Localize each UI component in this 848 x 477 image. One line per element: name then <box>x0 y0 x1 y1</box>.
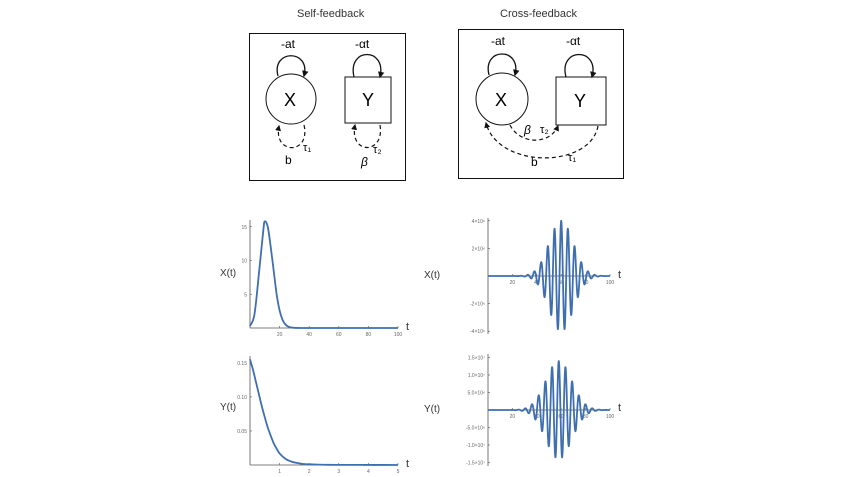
y-tick-label: 0.10 <box>237 395 247 401</box>
x-axis-label: t <box>618 402 621 414</box>
self-feedback-title: Self-feedback <box>297 8 365 20</box>
y-tick-label: 1.5×10⁷ <box>468 356 485 362</box>
y-tick-label: 0.05 <box>237 429 247 435</box>
node-x-circle <box>265 73 317 125</box>
y-tick-label: -1.0×10⁷ <box>466 443 485 449</box>
cross-feedback-title: Cross-feedback <box>500 8 578 20</box>
loop-y-label: -αt <box>566 34 581 48</box>
node-x-label: X <box>284 90 296 110</box>
tau1-label: τ₁ <box>568 152 576 164</box>
y-tick-label: 5.0×10⁶ <box>468 391 486 397</box>
y-tick-label: 2×10⁶ <box>472 246 485 252</box>
b-label: b <box>531 155 538 169</box>
series-line <box>487 219 611 331</box>
x-tick-label: 3 <box>337 469 340 473</box>
y-tick-label: 10 <box>241 259 247 265</box>
tau2-label: τ₂ <box>540 124 549 136</box>
loop-x-label: -at <box>491 34 506 48</box>
x-tick-label: 100 <box>606 414 615 420</box>
x-axis-label: t <box>406 321 409 333</box>
node-x-circle <box>475 72 529 126</box>
x-axis-label: t <box>618 269 621 281</box>
node-y-box <box>344 76 392 124</box>
tau1-label: τ₁ <box>303 142 311 154</box>
node-y-label: Y <box>362 90 374 110</box>
y-tick-label: 0.15 <box>237 361 247 367</box>
x-tick-label: 60 <box>336 332 342 338</box>
cross-feedback-x-to-y-arrow <box>509 124 559 141</box>
self-loop-y-arrow <box>564 54 597 79</box>
loop-x-label: -at <box>281 37 296 51</box>
series-line <box>249 220 398 329</box>
y-axis-label: X(t) <box>424 270 440 281</box>
x-tick-label: 20 <box>510 414 516 420</box>
y-tick-label: -1.5×10⁷ <box>466 461 485 467</box>
y-tick-label: 5 <box>244 292 247 298</box>
x-tick-label: 80 <box>583 414 589 420</box>
series-line <box>487 360 611 459</box>
y-tick-label: -5.0×10⁶ <box>466 426 485 432</box>
x-tick-label: 20 <box>277 332 283 338</box>
tau2-label: τ₂ <box>373 144 382 156</box>
y-tick-label: 1.0×10⁷ <box>468 373 485 379</box>
y-tick-label: 15 <box>241 225 247 231</box>
x-tick-label: 80 <box>366 332 372 338</box>
cross-feedback-y-to-x-arrow <box>484 121 599 159</box>
cross-feedback-diagram: X Y -at -αt β τ₂ b τ₁ <box>458 29 624 179</box>
self-loop-x-arrow <box>487 53 520 77</box>
y-axis-label: Y(t) <box>424 404 440 415</box>
y-axis-label: Y(t) <box>220 402 236 413</box>
series-line <box>249 359 399 466</box>
delay-feedback-x-arrow <box>275 124 306 149</box>
self-feedback-diagram: X Y -at -αt b τ₁ β τ₂ <box>249 33 406 181</box>
beta-label: β <box>360 155 368 169</box>
x-tick-label: 100 <box>606 280 615 286</box>
y-tick-label: -2×10⁶ <box>470 302 485 308</box>
self-feedback-y-plot: Y(t) t 1 2 3 4 5 0.05 0.10 0.15 <box>220 356 409 473</box>
node-y-label: Y <box>574 91 586 111</box>
x-tick-label: 100 <box>394 332 403 338</box>
y-tick-label: 4×10⁶ <box>472 219 485 225</box>
x-tick-label: 1 <box>278 469 281 473</box>
x-tick-label: 4 <box>367 469 370 473</box>
self-feedback-x-plot: X(t) t 20 40 60 80 100 5 10 15 <box>220 220 409 338</box>
x-tick-label: 2 <box>308 469 311 473</box>
x-tick-label: 60 <box>558 280 564 286</box>
delay-feedback-y-arrow <box>351 123 381 149</box>
node-x-label: X <box>495 90 507 110</box>
self-loop-y-arrow <box>352 54 385 79</box>
x-tick-label: 5 <box>397 469 400 473</box>
y-tick-label: -4×10⁶ <box>470 329 485 335</box>
x-tick-label: 20 <box>510 280 516 286</box>
b-label: b <box>285 153 292 167</box>
beta-label: β <box>523 123 531 137</box>
node-y-box <box>555 76 607 126</box>
x-tick-label: 40 <box>306 332 312 338</box>
loop-y-label: -αt <box>355 37 370 51</box>
x-axis-label: t <box>406 458 409 470</box>
y-axis-label: X(t) <box>220 268 236 279</box>
self-loop-x-arrow <box>276 55 309 78</box>
